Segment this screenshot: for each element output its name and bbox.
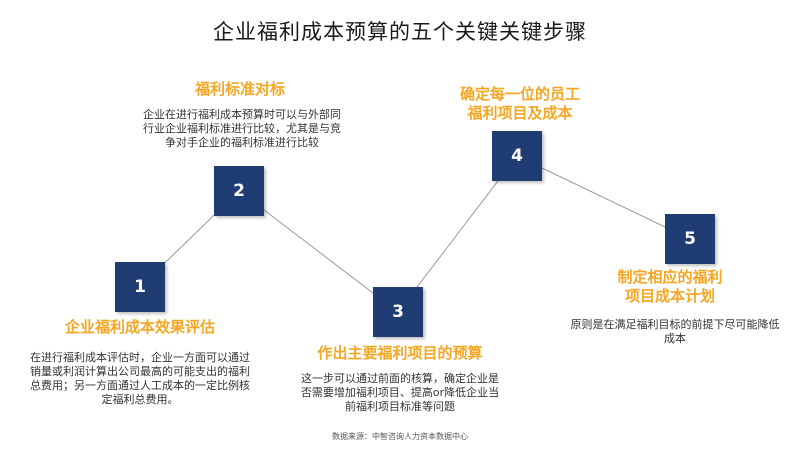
step-5-description: 原则是在满足福利目标的前提下尽可能降低成本 xyxy=(570,318,780,345)
step-2-title: 福利标准对标 xyxy=(194,80,285,98)
source-note: 数据来源：中智咨询人力资本数据中心 xyxy=(332,432,468,441)
step-4-title-line-1: 确定每一位的员工 xyxy=(459,85,580,103)
step-1-title: 企业福利成本效果评估 xyxy=(64,318,215,336)
connector-2-3 xyxy=(238,190,399,313)
step-2-description: 企业在进行福利成本预算时可以与外部同行业企业福利标准进行比较，尤其是与竞争对手企… xyxy=(143,108,341,149)
page-title: 企业福利成本预算的五个关键关键步骤 xyxy=(213,20,587,44)
step-3-description: 这一步可以通过前面的核算，确定企业是否需要增加福利项目、提高or降低企业当前福利… xyxy=(300,372,500,413)
connector-4-5 xyxy=(516,155,691,240)
step-3-title: 作出主要福利项目的预算 xyxy=(317,344,483,362)
step-4-title: 确定每一位的员工 福利项目及成本 xyxy=(435,85,605,123)
step-1-number-box: 1 xyxy=(115,262,165,312)
step-4-number-box: 4 xyxy=(492,131,542,181)
step-5-title: 制定相应的福利 项目成本计划 xyxy=(600,268,740,306)
step-5-title-line-1: 制定相应的福利 xyxy=(617,268,723,286)
step-1-description: 在进行福利成本评估时，企业一方面可以通过销量或利润计算出公司最高的可能支出的福利… xyxy=(30,351,250,406)
step-2-number-box: 2 xyxy=(214,166,264,216)
connector-3-4 xyxy=(397,155,518,313)
step-5-title-line-2: 项目成本计划 xyxy=(624,287,715,305)
step-5-number-box: 5 xyxy=(665,214,715,264)
step-4-title-line-2: 福利项目及成本 xyxy=(467,104,573,122)
step-3-number-box: 3 xyxy=(373,287,423,337)
